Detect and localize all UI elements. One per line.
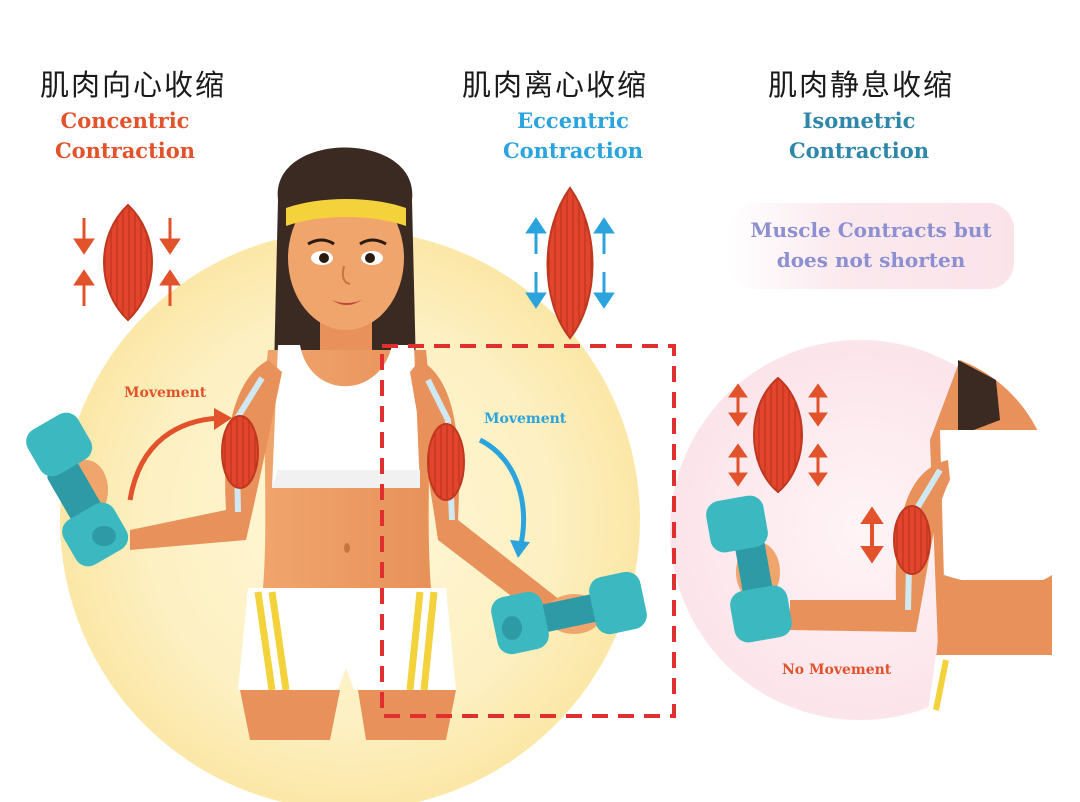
isometric-title-cn: 肌肉静息收缩 (768, 68, 955, 102)
arrow-down-icon (525, 272, 615, 309)
isometric-note-line1: Muscle Contracts but (750, 218, 992, 242)
double-arrow-icon (860, 506, 884, 564)
arrow-up-icon (73, 269, 181, 306)
isometric-figure (736, 360, 1052, 711)
isometric-title-en-line1: Isometric (802, 108, 916, 133)
arrow-up-icon (525, 217, 615, 254)
muscle-icon (546, 186, 594, 340)
concentric-title-en-line2: Contraction (54, 138, 196, 163)
isometric-title-en: Isometric Contraction (764, 106, 954, 166)
eccentric-title-en-line2: Contraction (502, 138, 644, 163)
focus-box (380, 344, 676, 718)
isometric-note: Muscle Contracts but does not shorten (728, 203, 1014, 289)
muscle-icon (103, 203, 153, 322)
eccentric-title-cn: 肌肉离心收缩 (462, 68, 649, 102)
concentric-movement-label: Movement (124, 385, 207, 401)
eccentric-title-en-line1: Eccentric (517, 108, 629, 133)
muscle-icon (753, 376, 803, 494)
eccentric-title-en: Eccentric Contraction (478, 106, 668, 166)
curved-arrow-icon (478, 437, 530, 558)
double-arrow-icon (728, 383, 828, 487)
eccentric-movement-label: Movement (484, 411, 567, 427)
isometric-movement-label: No Movement (782, 662, 892, 678)
dumbbell-icon (706, 495, 792, 643)
concentric-title-en-line1: Concentric (60, 108, 190, 133)
isometric-note-line2: does not shorten (776, 248, 966, 272)
arrow-down-icon (73, 218, 181, 255)
dumbbell-icon (26, 412, 129, 567)
dumbbell-icon (491, 571, 647, 655)
curved-arrow-icon (127, 408, 232, 501)
concentric-title-en: Concentric Contraction (30, 106, 220, 166)
isometric-title-en-line2: Contraction (788, 138, 930, 163)
concentric-title-cn: 肌肉向心收缩 (40, 68, 227, 102)
